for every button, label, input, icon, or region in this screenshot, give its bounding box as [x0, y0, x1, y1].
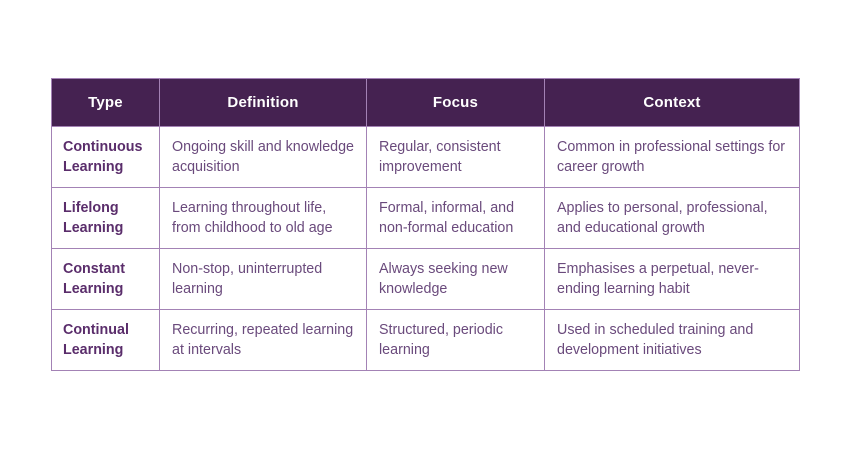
comparison-table-container: Type Definition Focus Context Continuous…	[51, 78, 800, 371]
cell-type: Constant Learning	[51, 248, 160, 310]
cell-context: Applies to personal, professional, and e…	[544, 187, 800, 249]
table-row: Lifelong Learning Learning throughout li…	[51, 187, 800, 249]
learning-types-comparison-table: Type Definition Focus Context Continuous…	[51, 78, 800, 371]
cell-focus: Structured, periodic learning	[366, 309, 545, 371]
cell-type: Continual Learning	[51, 309, 160, 371]
cell-type: Continuous Learning	[51, 126, 160, 188]
cell-focus: Regular, consistent improvement	[366, 126, 545, 188]
cell-definition: Ongoing skill and knowledge acquisition	[159, 126, 367, 188]
table-row: Continuous Learning Ongoing skill and kn…	[51, 126, 800, 188]
column-header-focus: Focus	[366, 78, 545, 127]
cell-focus: Formal, informal, and non-formal educati…	[366, 187, 545, 249]
table-row: Constant Learning Non-stop, uninterrupte…	[51, 248, 800, 310]
table-header-row: Type Definition Focus Context	[51, 78, 800, 127]
cell-context: Common in professional settings for care…	[544, 126, 800, 188]
cell-definition: Non-stop, uninterrupted learning	[159, 248, 367, 310]
cell-context: Emphasises a perpetual, never-ending lea…	[544, 248, 800, 310]
table-body: Continuous Learning Ongoing skill and kn…	[51, 126, 800, 371]
cell-definition: Learning throughout life, from childhood…	[159, 187, 367, 249]
column-header-context: Context	[544, 78, 800, 127]
cell-type: Lifelong Learning	[51, 187, 160, 249]
cell-context: Used in scheduled training and developme…	[544, 309, 800, 371]
cell-definition: Recurring, repeated learning at interval…	[159, 309, 367, 371]
table-header: Type Definition Focus Context	[51, 78, 800, 127]
cell-focus: Always seeking new knowledge	[366, 248, 545, 310]
column-header-type: Type	[51, 78, 160, 127]
column-header-definition: Definition	[159, 78, 367, 127]
table-row: Continual Learning Recurring, repeated l…	[51, 309, 800, 371]
